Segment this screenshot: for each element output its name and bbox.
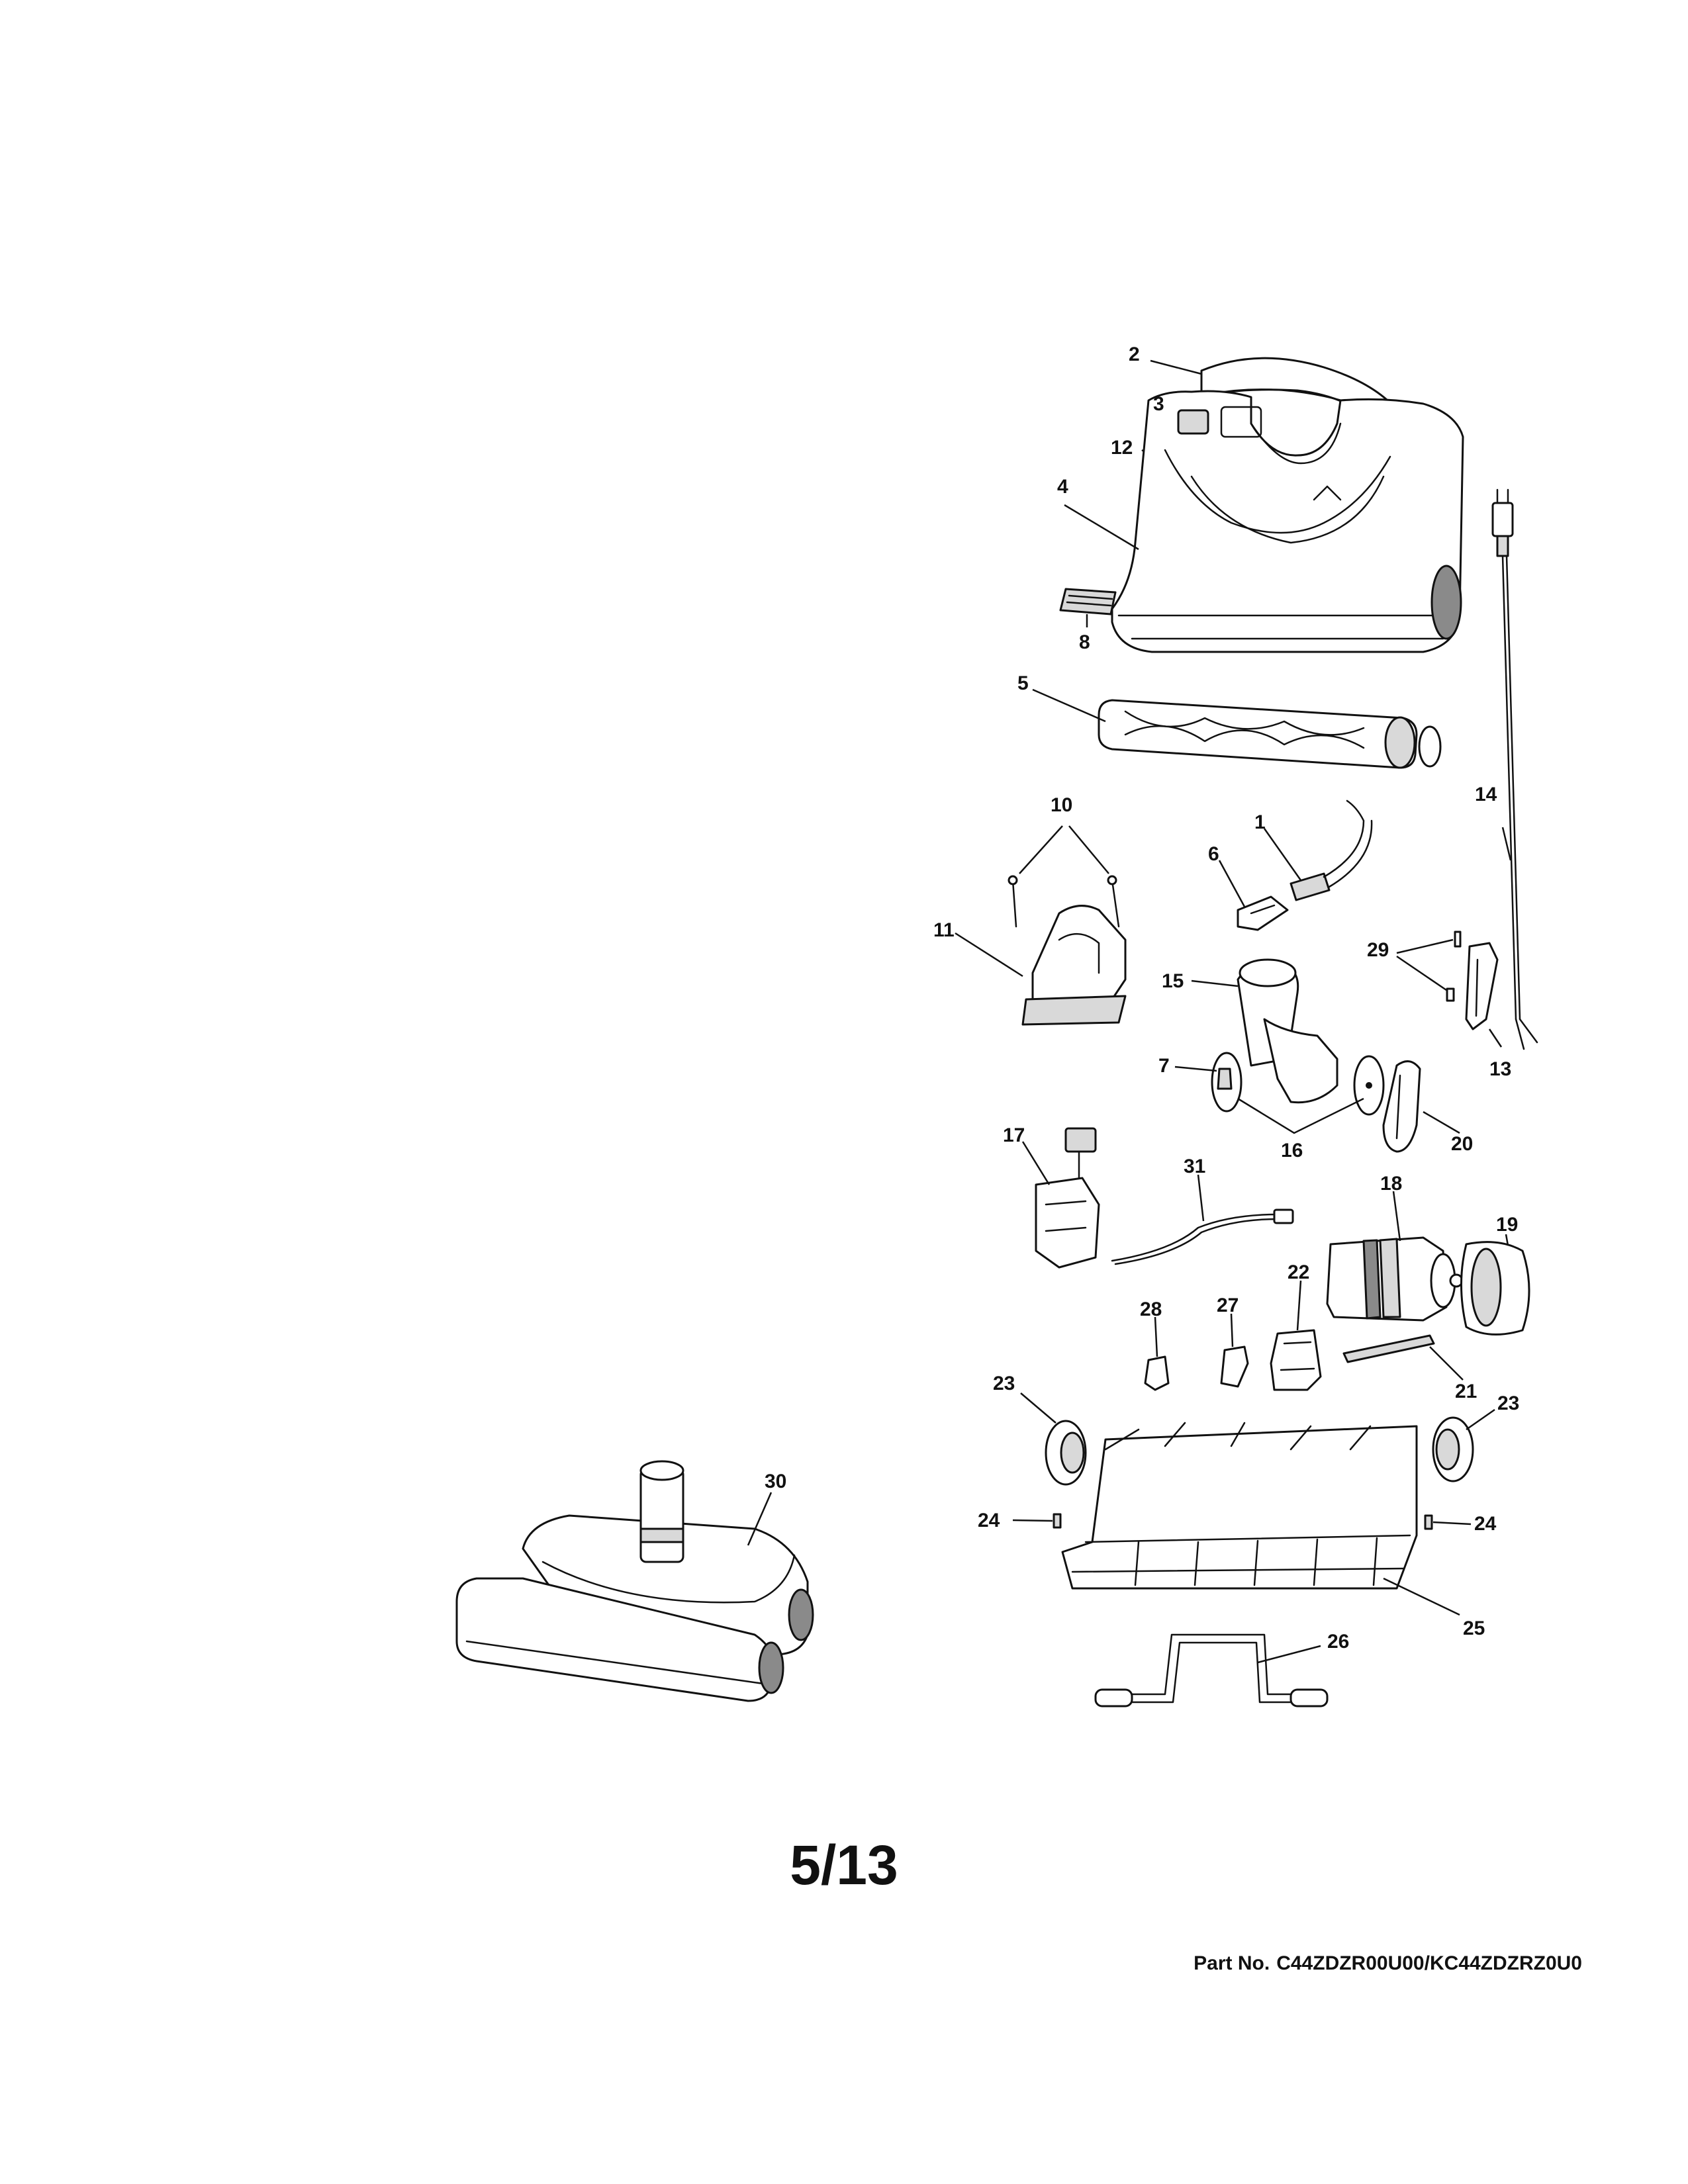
page-number: 5/13 (790, 1834, 898, 1896)
part-14-power-cord (1491, 488, 1538, 1050)
part-13-bracket (1465, 942, 1503, 1048)
callout-8: 8 (1079, 631, 1090, 653)
callout-17: 17 (1003, 1124, 1025, 1146)
callout-24-right: 24 (1474, 1513, 1497, 1535)
callout-30: 30 (765, 1471, 786, 1492)
part-31-wire (1111, 1174, 1294, 1265)
part-8-filter-pad (1059, 588, 1117, 627)
part-5-brush-roll (1032, 688, 1442, 769)
callout-18: 18 (1380, 1173, 1402, 1195)
callout-31: 31 (1184, 1156, 1205, 1177)
callout-4: 4 (1057, 476, 1068, 498)
callout-23-right: 23 (1497, 1392, 1519, 1414)
part-23-wheels (1020, 1392, 1495, 1486)
part-21-rod (1342, 1334, 1464, 1381)
callout-26: 26 (1327, 1631, 1349, 1653)
part-27-clip (1220, 1313, 1249, 1388)
part-30-assembled-nozzle (455, 1460, 814, 1702)
callout-6: 6 (1208, 843, 1219, 865)
callout-29: 29 (1367, 939, 1389, 961)
part-28-clip (1144, 1316, 1170, 1391)
callout-28: 28 (1140, 1298, 1162, 1320)
callout-21: 21 (1455, 1381, 1477, 1402)
callout-16: 16 (1281, 1140, 1303, 1161)
part-11-pedal-bracket (955, 905, 1127, 1026)
part-number: Part No. C44ZDZR00U00/KC44ZDZRZ0U0 (1194, 1952, 1589, 1975)
callout-5: 5 (1017, 672, 1029, 694)
callout-7: 7 (1158, 1055, 1170, 1077)
callout-12: 12 (1111, 437, 1133, 459)
callout-1: 1 (1254, 811, 1266, 833)
callout-23-left: 23 (993, 1373, 1015, 1394)
part-19-motor-band (1460, 1234, 1530, 1336)
part-18-motor (1326, 1191, 1464, 1322)
part-25-base-plate (1061, 1422, 1460, 1616)
callout-3: 3 (1153, 393, 1164, 415)
callout-22: 22 (1288, 1261, 1309, 1283)
part-4-nozzle-housing (1064, 390, 1464, 653)
callout-15: 15 (1162, 970, 1184, 992)
part-26-bumper-frame (1094, 1633, 1329, 1707)
part-15-neck-tube (1191, 958, 1338, 1104)
part-7-wire-nut (1174, 1066, 1233, 1090)
part-1-switch (1263, 799, 1373, 901)
callout-10: 10 (1051, 794, 1072, 816)
callout-2: 2 (1129, 343, 1140, 365)
callout-14: 14 (1475, 784, 1497, 805)
callout-11: 11 (933, 919, 955, 941)
part-22-belt-guard (1270, 1280, 1322, 1391)
callout-24-left: 24 (978, 1510, 1000, 1531)
callout-20: 20 (1451, 1133, 1473, 1155)
part-20-belt (1382, 1060, 1460, 1153)
callout-19: 19 (1496, 1214, 1518, 1236)
callout-13: 13 (1489, 1058, 1511, 1080)
part-17-switch-assembly (1021, 1127, 1100, 1269)
callout-27: 27 (1217, 1295, 1239, 1316)
callout-25: 25 (1463, 1617, 1485, 1639)
part-number-value: C44ZDZR00U00/KC44ZDZRZ0U0 (1276, 1952, 1582, 1974)
part-10-pins (1008, 825, 1120, 928)
part-16-caps (1211, 1052, 1385, 1134)
part-24-axle-pins (1012, 1513, 1472, 1530)
part-number-label: Part No. (1194, 1952, 1270, 1974)
part-6-switch-actuator (1218, 860, 1289, 931)
part-29-screws (1396, 931, 1462, 1002)
